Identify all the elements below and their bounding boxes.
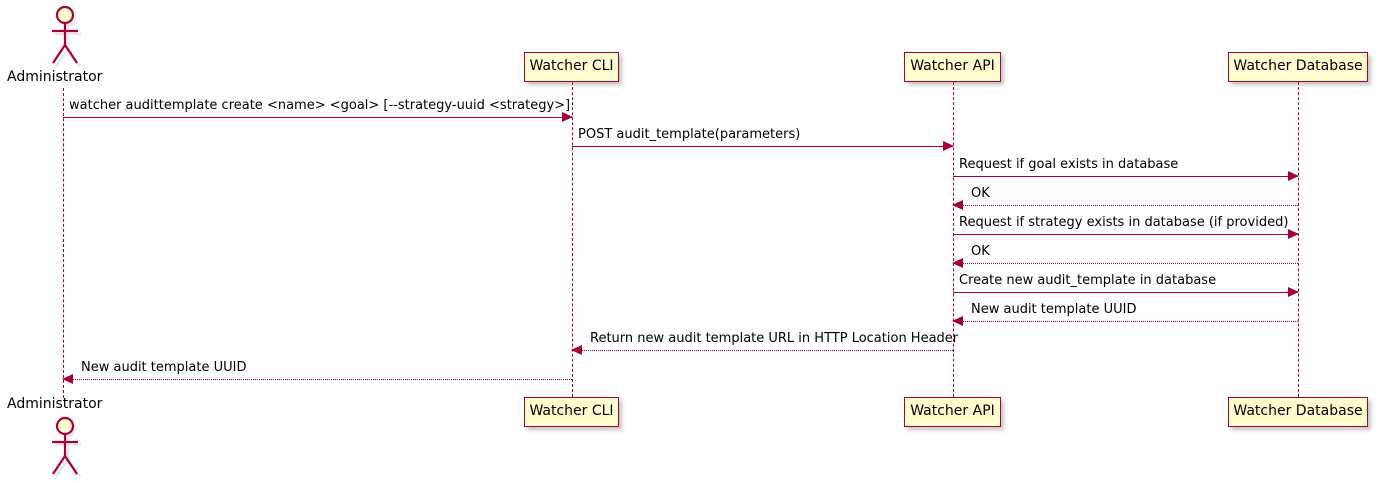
message-10-label: New audit template UUID: [81, 360, 247, 375]
actor-administrator-top: [42, 2, 86, 68]
message-5-line: [953, 234, 1298, 235]
message-1-arrowhead: [562, 112, 573, 122]
message-6-line: [953, 263, 1298, 264]
message-9-label: Return new audit template URL in HTTP Lo…: [590, 331, 959, 346]
message-5-arrowhead: [1288, 229, 1299, 239]
message-7-label: Create new audit_template in database: [959, 273, 1217, 288]
participant-watcher-database-top[interactable]: Watcher Database: [1228, 52, 1368, 82]
participant-watcher-cli-top[interactable]: Watcher CLI: [524, 52, 619, 82]
message-4-line: [953, 205, 1298, 206]
lifeline-watcher-db: [1298, 82, 1299, 397]
message-4-arrowhead: [952, 200, 963, 210]
lifeline-administrator: [63, 88, 64, 398]
message-2-arrowhead: [943, 141, 954, 151]
participant-watcher-api-bottom[interactable]: Watcher API: [904, 397, 1001, 427]
participant-watcher-api-top[interactable]: Watcher API: [904, 52, 1001, 82]
actor-label-administrator-bottom: Administrator: [7, 396, 103, 412]
message-10-line: [63, 379, 572, 380]
participant-watcher-cli-bottom[interactable]: Watcher CLI: [524, 397, 619, 427]
message-3-label: Request if goal exists in database: [959, 157, 1179, 172]
message-8-label: New audit template UUID: [971, 302, 1137, 317]
message-9-arrowhead: [571, 345, 582, 355]
message-6-arrowhead: [952, 258, 963, 268]
message-3-line: [953, 176, 1298, 177]
message-3-arrowhead: [1288, 171, 1299, 181]
message-7-arrowhead: [1288, 287, 1299, 297]
lifeline-watcher-api: [953, 82, 954, 397]
message-9-line: [572, 350, 953, 351]
message-6-label: OK: [971, 244, 990, 259]
actor-label-administrator-top: Administrator: [7, 69, 103, 85]
participant-watcher-database-bottom[interactable]: Watcher Database: [1228, 397, 1368, 427]
message-10-arrowhead: [62, 374, 73, 384]
message-2-line: [572, 146, 953, 147]
lifeline-watcher-cli: [572, 82, 573, 397]
message-4-label: OK: [971, 186, 990, 201]
message-8-arrowhead: [952, 316, 963, 326]
message-2-label: POST audit_template(parameters): [578, 127, 801, 142]
message-1-line: [63, 117, 572, 118]
message-1-label: watcher audittemplate create <name> <goa…: [69, 98, 571, 113]
message-8-line: [953, 321, 1298, 322]
message-7-line: [953, 292, 1298, 293]
message-5-label: Request if strategy exists in database (…: [959, 215, 1289, 230]
actor-administrator-bottom: [42, 412, 86, 480]
